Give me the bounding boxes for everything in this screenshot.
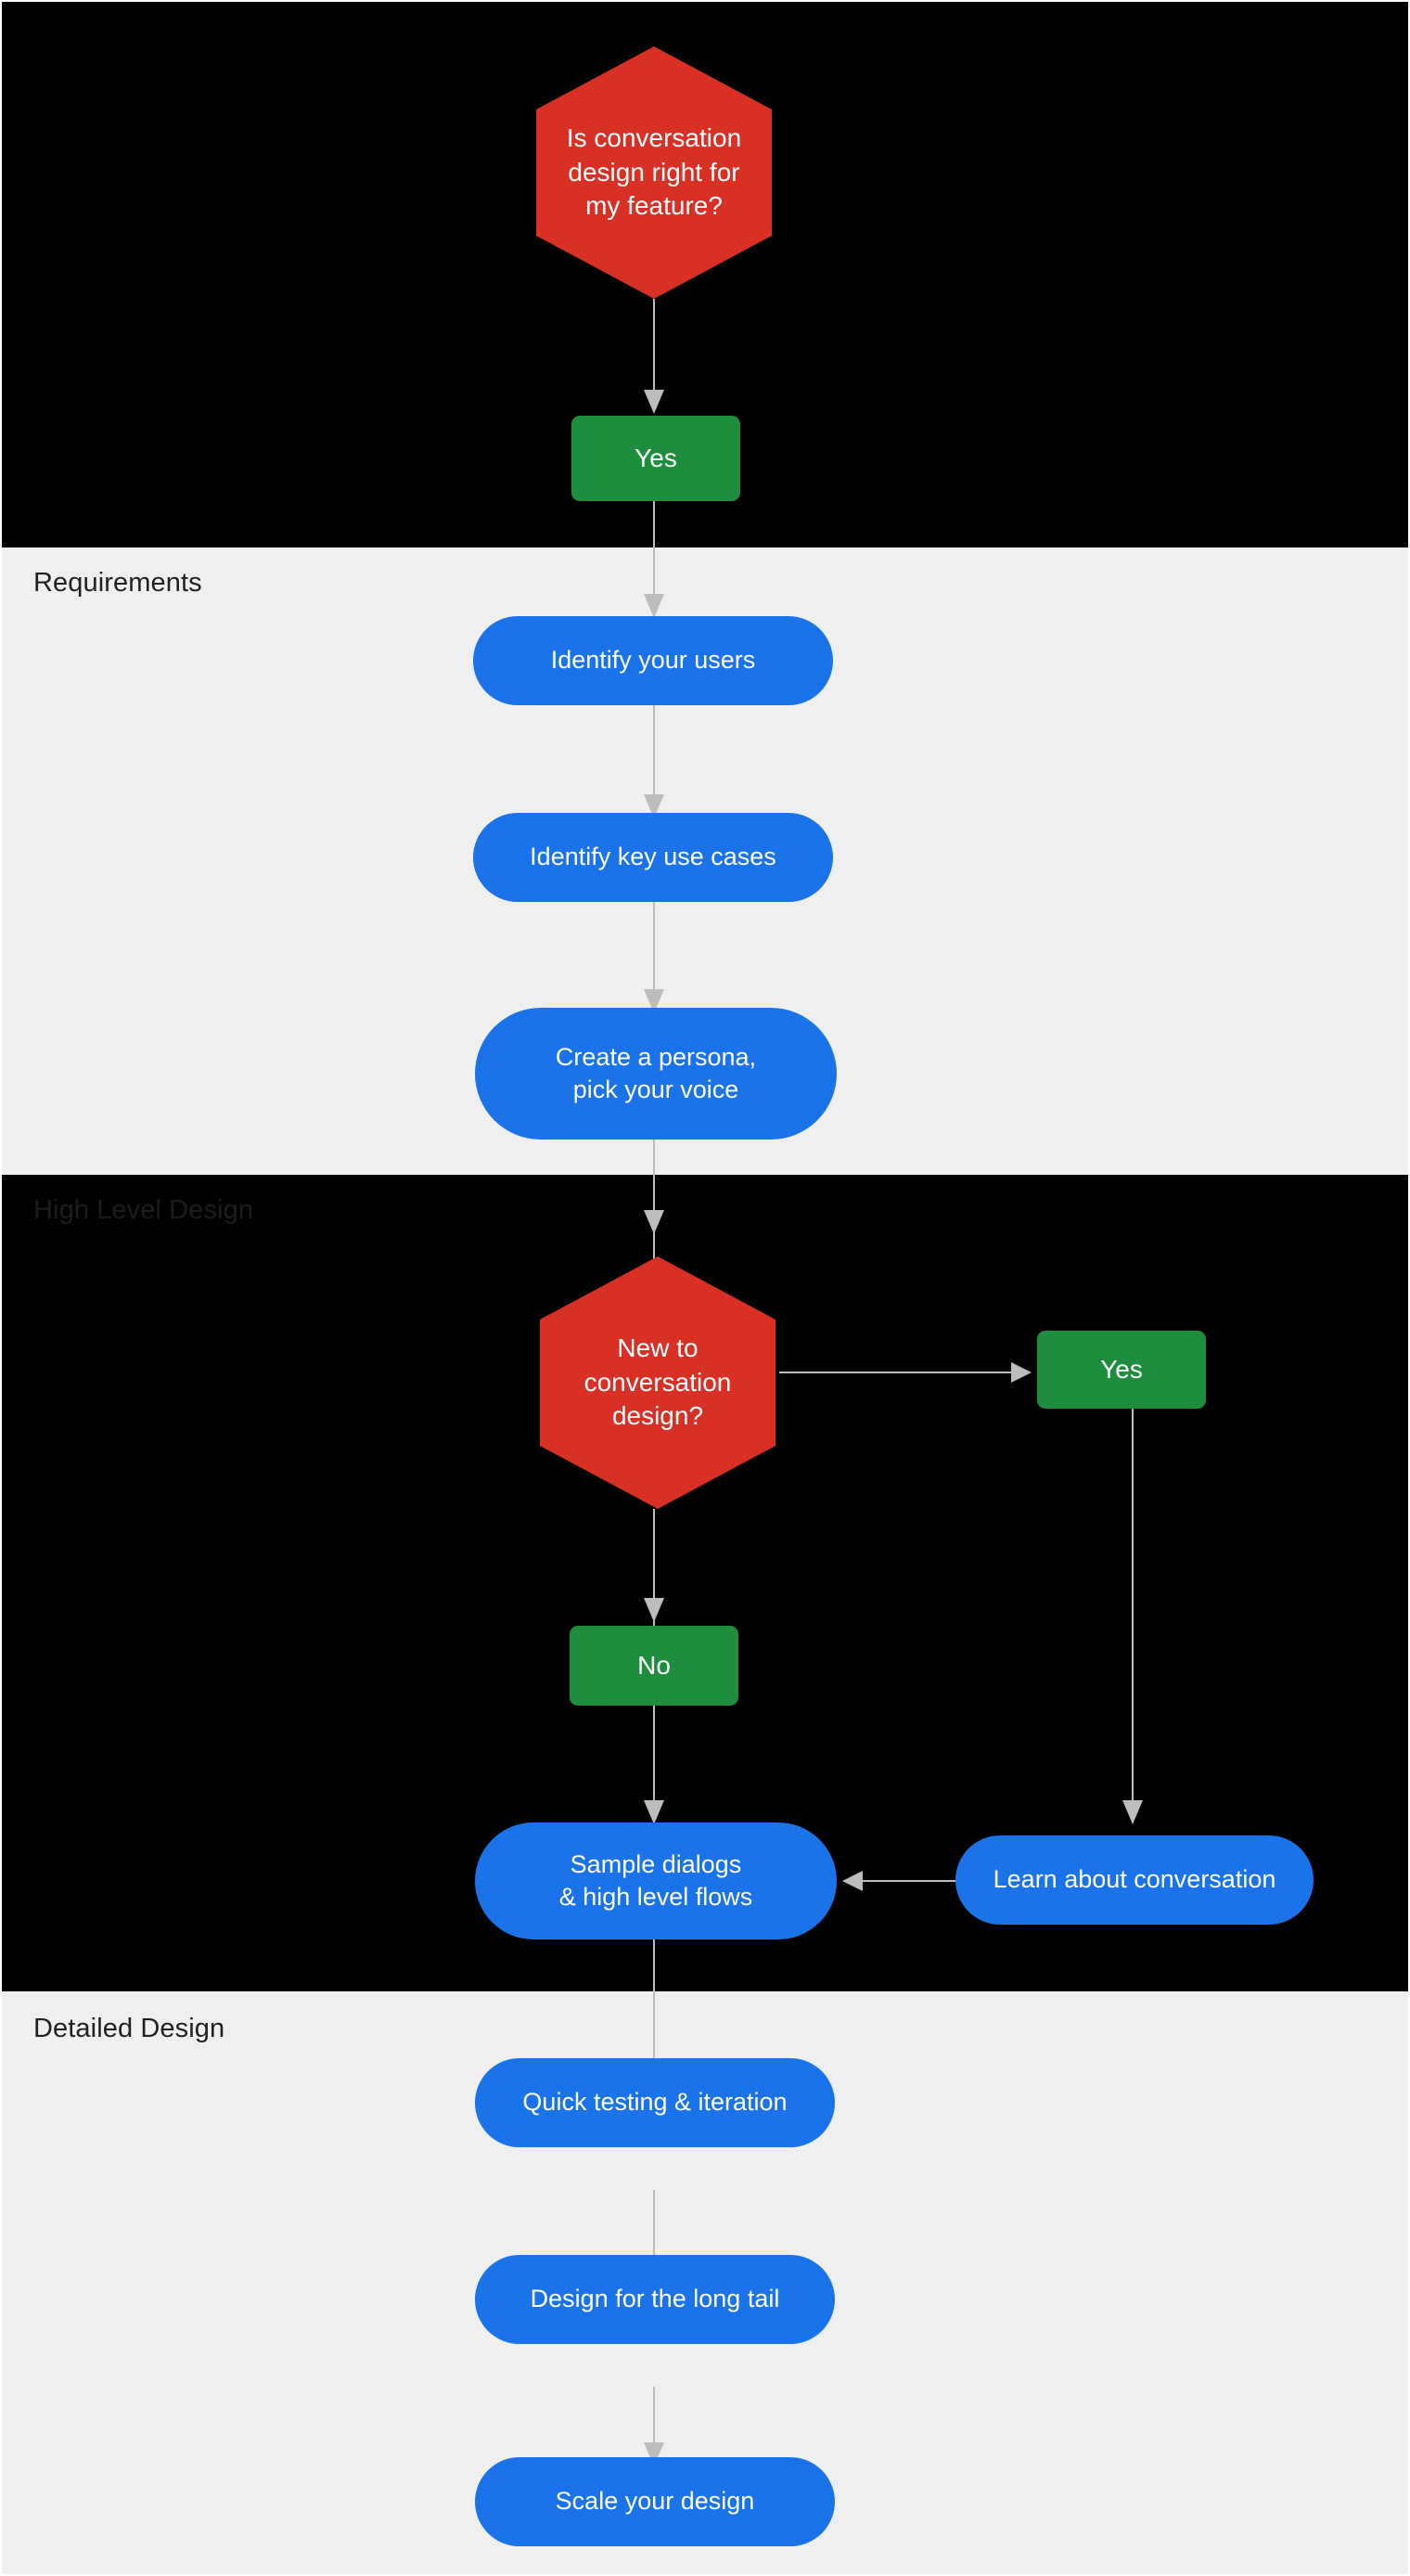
edge-yes2-to-learn: [1132, 1409, 1134, 1808]
step-node-sample-dialogs[interactable]: Sample dialogs & high level flows: [475, 1823, 837, 1939]
decision-node-new-to-conversation-design[interactable]: New to conversation design?: [540, 1256, 776, 1509]
answer-node-no[interactable]: No: [570, 1626, 738, 1706]
edge-persona-to-decision2-arrow: [644, 1210, 664, 1234]
edge-samples-to-testing: [653, 1939, 655, 2079]
edge-yes2-to-learn-arrow: [1122, 1800, 1143, 1824]
answer-node-yes-1-label: Yes: [634, 443, 677, 472]
section-label-requirements: Requirements: [33, 568, 202, 598]
edge-users-to-usecases: [653, 705, 655, 807]
edge-decision2-to-yes2: [779, 1372, 1020, 1373]
edge-decision2-to-yes2-arrow: [1011, 1362, 1032, 1383]
answer-node-yes-2[interactable]: Yes: [1037, 1331, 1206, 1409]
decision-node-line-3: my feature?: [585, 191, 723, 221]
answer-node-yes-2-label: Yes: [1100, 1354, 1143, 1384]
edge-decision2-to-no-arrow: [644, 1598, 664, 1622]
edge-learn-to-samples-arrow: [842, 1871, 863, 1891]
decision-node-2-line-1: New to: [617, 1333, 699, 1363]
step-node-quick-testing-iteration-label: Quick testing & iteration: [522, 2088, 788, 2117]
edge-yes1-to-users: [653, 501, 655, 603]
step-node-identify-key-use-cases[interactable]: Identify key use cases: [473, 813, 833, 902]
step-node-identify-your-users[interactable]: Identify your users: [473, 616, 833, 705]
step-node-learn-about-conversation-label: Learn about conversation: [993, 1865, 1276, 1894]
section-label-detailed-design: Detailed Design: [33, 2014, 225, 2043]
edge-yes1-to-users-arrow: [644, 594, 664, 618]
decision-node-2-line-3: design?: [611, 1401, 704, 1431]
step-node-design-for-the-long-tail-label: Design for the long tail: [530, 2285, 780, 2313]
edge-longtail-to-scale: [653, 2387, 655, 2489]
step-node-create-a-persona-line-1: Create a persona,: [555, 1042, 757, 1071]
step-node-design-for-the-long-tail[interactable]: Design for the long tail: [475, 2255, 835, 2344]
answer-node-yes-1[interactable]: Yes: [571, 416, 740, 501]
edge-usecases-to-persona-arrow: [644, 989, 664, 1013]
step-node-identify-key-use-cases-label: Identify key use cases: [530, 843, 776, 871]
step-node-scale-your-design[interactable]: Scale your design: [475, 2457, 835, 2546]
step-node-scale-your-design-label: Scale your design: [555, 2487, 755, 2516]
decision-node-2-line-2: conversation: [583, 1367, 732, 1397]
step-node-create-a-persona-line-2: pick your voice: [572, 1075, 739, 1103]
step-node-sample-dialogs-line-2: & high level flows: [558, 1883, 753, 1911]
step-node-sample-dialogs-line-1: Sample dialogs: [570, 1849, 742, 1878]
step-node-identify-your-users-label: Identify your users: [550, 646, 756, 675]
edge-users-to-usecases-arrow: [644, 794, 664, 818]
decision-node-line-2: design right for: [568, 157, 740, 187]
section-label-high-level-design: High Level Design: [33, 1195, 254, 1225]
edge-no-to-samples-arrow: [644, 1800, 664, 1824]
edge-persona-to-decision2: [653, 1140, 655, 1260]
step-node-learn-about-conversation[interactable]: Learn about conversation: [955, 1835, 1314, 1925]
edge-usecases-to-persona: [653, 902, 655, 1004]
step-node-quick-testing-iteration[interactable]: Quick testing & iteration: [475, 2058, 835, 2147]
edge-decision1-to-yes1: [653, 299, 655, 393]
decision-node-line-1: Is conversation: [566, 123, 742, 153]
step-node-create-a-persona[interactable]: Create a persona, pick your voice: [475, 1008, 837, 1140]
edge-decision1-to-yes1-arrow: [644, 390, 664, 414]
edge-testing-to-longtail: [653, 2190, 655, 2292]
edge-no-to-samples: [653, 1706, 655, 1828]
edge-decision2-to-no: [653, 1509, 655, 1629]
answer-node-no-label: No: [637, 1650, 671, 1680]
edge-learn-to-samples: [863, 1880, 1016, 1882]
